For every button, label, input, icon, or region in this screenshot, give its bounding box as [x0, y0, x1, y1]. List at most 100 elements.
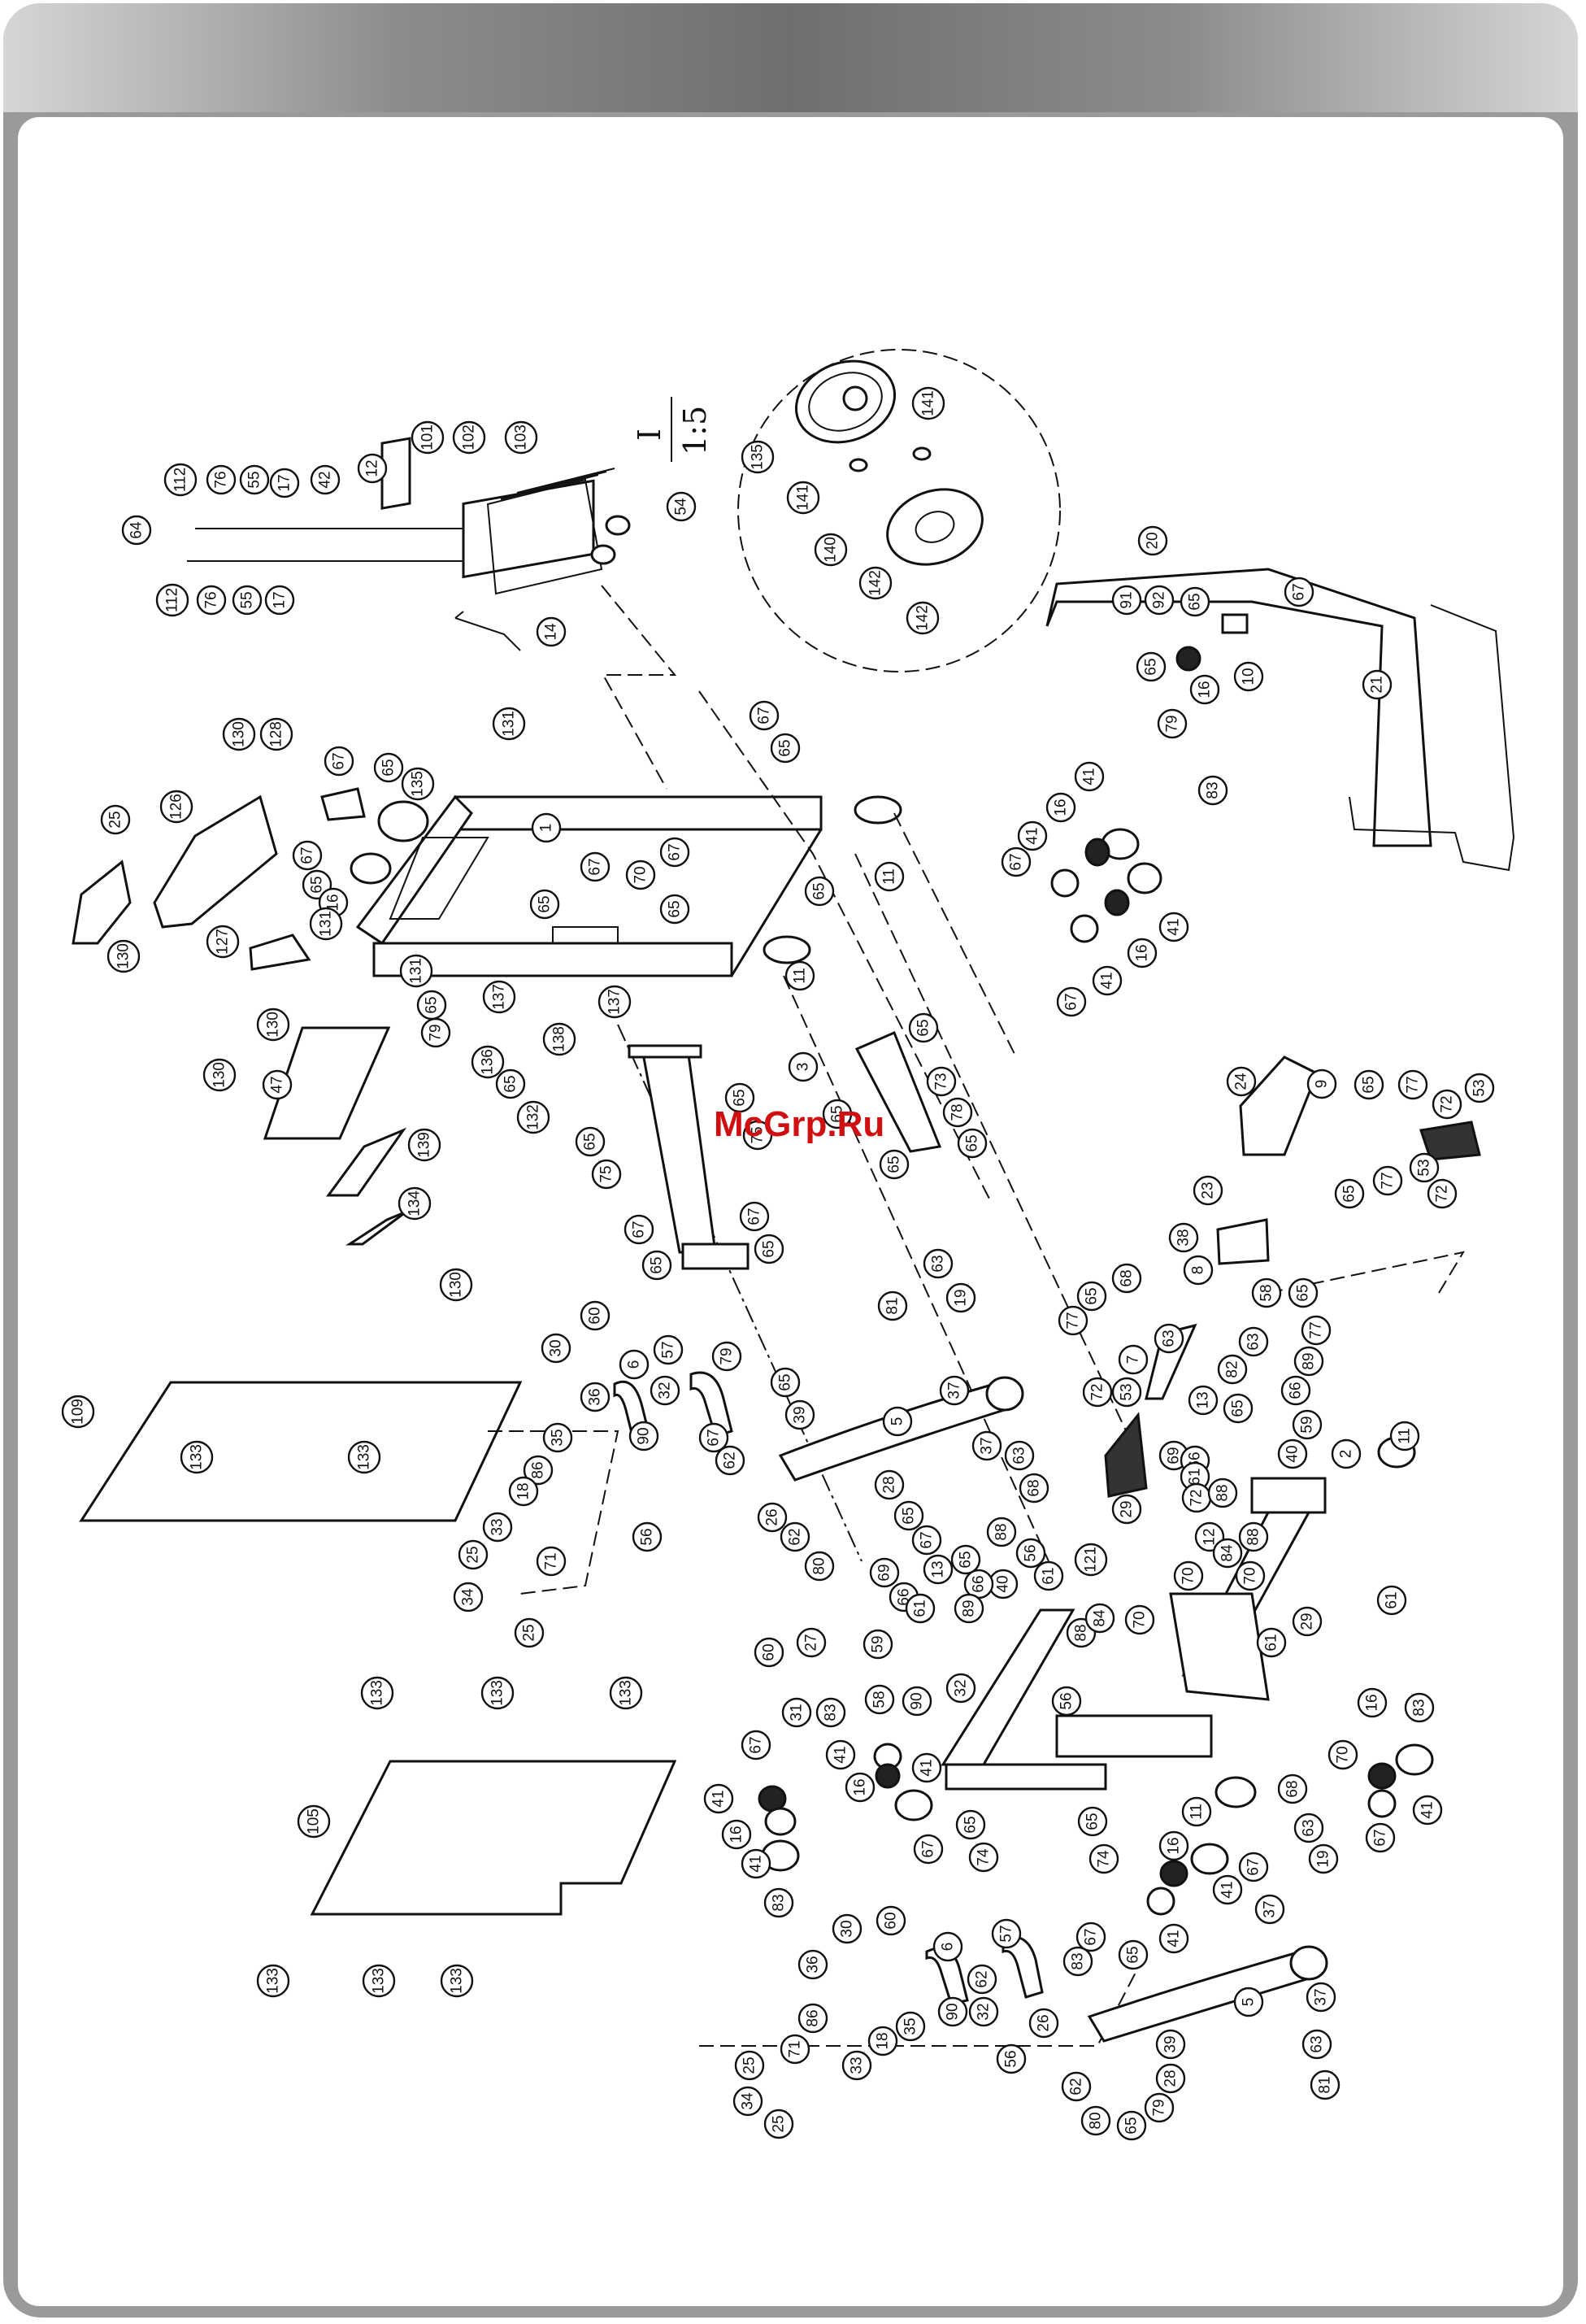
part-number: 65: [502, 1075, 519, 1092]
part-number: 77: [1308, 1321, 1325, 1338]
part-number: 27: [803, 1634, 820, 1651]
part-number: 133: [356, 1444, 373, 1470]
pedal-arm-lower: [1087, 1945, 1328, 2043]
part-number: 130: [231, 721, 248, 747]
part-callout-61: 61: [1033, 1560, 1064, 1591]
part-number: 30: [548, 1339, 565, 1356]
part-callout-67: 67: [913, 1834, 944, 1865]
part-number: 142: [867, 570, 884, 596]
part-number: 57: [998, 1925, 1015, 1942]
part-callout-65: 65: [804, 876, 835, 907]
part-number: 59: [870, 1635, 887, 1652]
part-callout-63: 63: [923, 1248, 954, 1279]
part-callout-56: 56: [632, 1521, 663, 1552]
part-callout-65: 65: [879, 1149, 910, 1180]
part-callout-65: 65: [822, 1099, 853, 1129]
part-callout-133: 133: [256, 1964, 290, 1998]
part-callout-65: 65: [770, 733, 801, 764]
part-callout-138: 138: [542, 1022, 576, 1056]
part-callout-16: 16: [1127, 938, 1158, 968]
part-callout-121: 121: [1074, 1543, 1108, 1577]
part-callout-1: 1: [531, 812, 562, 843]
part-callout-5: 5: [882, 1406, 913, 1437]
detail-scale-ratio: 1:5: [677, 406, 713, 455]
part-number: 69: [876, 1564, 893, 1581]
part-callout-67: 67: [911, 1525, 942, 1556]
part-callout-130: 130: [256, 1008, 290, 1042]
part-callout-70: 70: [1173, 1560, 1204, 1591]
part-number: 23: [1200, 1182, 1217, 1199]
part-number: 40: [1284, 1445, 1301, 1462]
part-callout-68: 68: [1111, 1263, 1142, 1294]
part-number: 65: [380, 759, 398, 776]
part-callout-67: 67: [739, 1201, 770, 1232]
part-number: 65: [732, 1089, 749, 1106]
part-callout-25: 25: [100, 804, 131, 835]
part-number: 130: [115, 943, 133, 969]
part-number: 127: [215, 929, 232, 955]
part-number: 131: [408, 958, 425, 984]
part-number: 130: [265, 1012, 282, 1038]
part-number: 8: [1190, 1266, 1207, 1275]
part-number: 88: [993, 1523, 1010, 1540]
part-callout-11: 11: [1181, 1796, 1212, 1827]
part-callout-65: 65: [908, 1012, 939, 1043]
part-callout-53: 53: [1464, 1073, 1495, 1103]
part-callout-35: 35: [895, 2011, 926, 2042]
part-number: 131: [501, 711, 518, 737]
part-callout-61: 61: [1376, 1585, 1407, 1616]
part-number: 65: [964, 1134, 981, 1151]
part-callout-65: 65: [1223, 1393, 1254, 1424]
part-number: 70: [1132, 1611, 1149, 1628]
seat-and-pedals: [1104, 1055, 1481, 1498]
part-number: 83: [771, 1894, 788, 1911]
part-callout-32: 32: [968, 1996, 999, 2027]
part-number: 63: [1011, 1447, 1028, 1464]
part-callout-71: 71: [780, 2034, 810, 2065]
part-callout-33: 33: [482, 1512, 513, 1543]
part-callout-24: 24: [1226, 1066, 1257, 1097]
part-callout-38: 38: [1168, 1222, 1199, 1253]
part-number: 80: [1088, 2112, 1105, 2129]
part-callout-88: 88: [1207, 1478, 1238, 1508]
part-callout-90: 90: [628, 1421, 659, 1451]
part-callout-53: 53: [1409, 1152, 1440, 1183]
part-number: 16: [1053, 799, 1070, 816]
part-number: 28: [1162, 2069, 1180, 2087]
part-number: 42: [317, 471, 334, 488]
part-callout-36: 36: [580, 1382, 611, 1412]
part-callout-8: 8: [1183, 1255, 1214, 1286]
part-number: 83: [823, 1704, 840, 1721]
part-number: 53: [1471, 1079, 1488, 1096]
part-number: 29: [1119, 1500, 1136, 1517]
part-callout-59: 59: [1292, 1409, 1323, 1440]
part-callout-66: 66: [1280, 1375, 1311, 1406]
part-callout-65: 65: [1180, 586, 1210, 617]
part-number: 65: [649, 1256, 666, 1273]
part-number: 83: [1070, 1952, 1087, 1969]
part-callout-16: 16: [1357, 1687, 1388, 1718]
part-callout-72: 72: [1432, 1089, 1462, 1120]
part-callout-65: 65: [1118, 1939, 1149, 1970]
part-callout-56: 56: [1051, 1686, 1082, 1717]
part-number: 19: [1315, 1850, 1332, 1867]
part-number: 65: [1361, 1076, 1378, 1093]
part-callout-102: 102: [452, 420, 486, 455]
part-number: 18: [875, 2032, 892, 2049]
part-callout-86: 86: [797, 2003, 828, 2034]
part-callout-131: 131: [309, 907, 343, 941]
part-callout-61: 61: [1180, 1461, 1210, 1492]
part-number: 141: [920, 390, 937, 416]
part-callout-133: 133: [180, 1440, 214, 1474]
part-number: 63: [1161, 1330, 1178, 1347]
part-callout-80: 80: [804, 1551, 835, 1582]
part-number: 75: [598, 1165, 615, 1182]
part-callout-78: 78: [942, 1097, 973, 1128]
part-callout-5: 5: [1233, 1987, 1264, 2017]
part-number: 34: [740, 2092, 757, 2110]
part-callout-82: 82: [1217, 1354, 1248, 1385]
part-number: 90: [909, 1692, 926, 1709]
part-number: 69: [1166, 1447, 1183, 1464]
part-number: 41: [1166, 918, 1183, 935]
part-number: 65: [424, 996, 441, 1013]
